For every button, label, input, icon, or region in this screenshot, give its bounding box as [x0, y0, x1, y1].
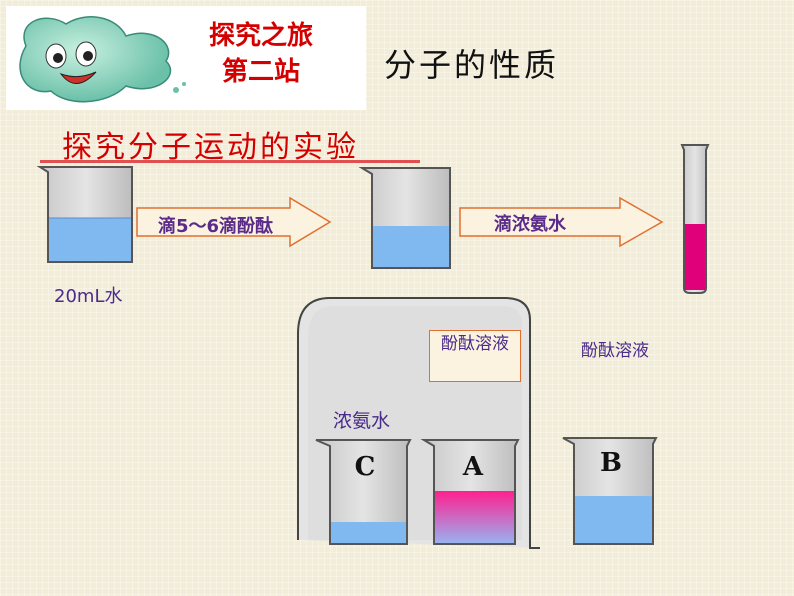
phenolphthalein-box-text: 酚酞溶液	[441, 334, 509, 354]
beaker-water	[36, 166, 133, 263]
arrow2-label: 滴浓氨水	[494, 214, 566, 235]
arrow-2	[459, 196, 664, 248]
header-card	[6, 6, 366, 110]
arrow1-label: 滴5～6滴酚酞	[158, 216, 274, 237]
beaker-b-letter: B	[600, 448, 622, 478]
phenolphthalein-box: 酚酞溶液	[429, 330, 521, 382]
slide-title: 分子的性质	[384, 46, 560, 84]
beaker-a	[420, 439, 520, 545]
mascot-illustration	[19, 16, 186, 103]
experiment-title: 探究分子运动的实验	[62, 130, 359, 165]
test-tube	[680, 144, 710, 294]
ammonia-label: 浓氨水	[333, 410, 391, 432]
station-line2: 第二站	[221, 57, 300, 87]
phenolphthalein-label: 酚酞溶液	[581, 341, 649, 361]
title-underline	[40, 160, 420, 163]
beaker-c	[315, 439, 412, 545]
beaker-a-letter: A	[462, 452, 484, 482]
station-title: 探究之旅 第二站	[186, 18, 336, 90]
beaker-phenolphthalein	[358, 167, 451, 269]
station-line1: 探究之旅	[208, 21, 313, 51]
beaker-b	[562, 437, 658, 545]
beaker-c-letter: C	[354, 452, 376, 482]
water-volume-label: 20mL水	[54, 286, 123, 307]
arrow-1	[136, 196, 332, 248]
